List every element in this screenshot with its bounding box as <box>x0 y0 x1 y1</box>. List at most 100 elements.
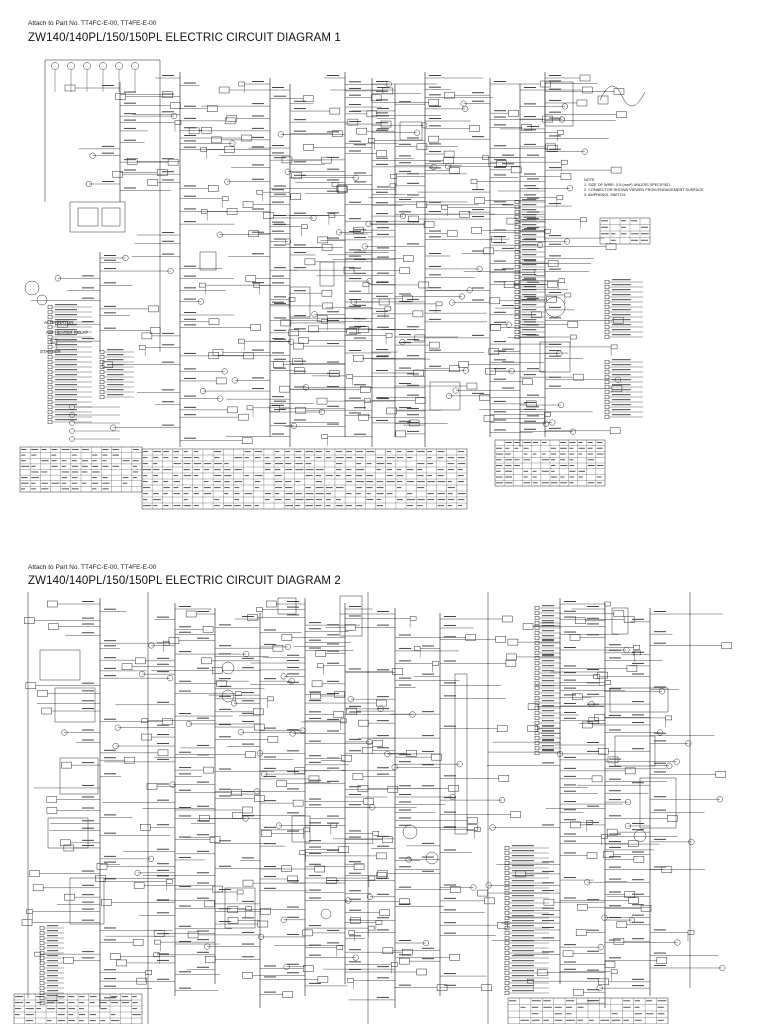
wire-table-text <box>214 469 221 471</box>
pin-label <box>612 279 631 281</box>
component-symbol <box>366 893 373 900</box>
wire-label <box>494 359 506 361</box>
wire-label <box>527 197 539 199</box>
wire-label <box>609 729 621 731</box>
wire-label <box>197 637 209 639</box>
component-symbol <box>139 671 146 678</box>
component-symbol <box>112 743 119 750</box>
component-box <box>272 361 284 368</box>
wire-table-text <box>356 505 363 507</box>
wire-label <box>354 258 366 260</box>
wire-label <box>294 130 306 132</box>
wire-label <box>494 174 506 176</box>
wire-table-text <box>173 505 181 507</box>
wire-table-text <box>325 487 333 489</box>
wire-label <box>354 337 366 339</box>
component-box <box>200 209 208 214</box>
wire-table-text <box>366 475 373 477</box>
component-box <box>69 877 105 925</box>
component-box <box>54 687 96 723</box>
wire-label <box>444 884 456 886</box>
wire-table-text <box>264 457 270 459</box>
component-box <box>449 167 460 174</box>
component-box <box>272 644 284 652</box>
wire-label <box>219 736 231 738</box>
wire-label <box>104 978 116 980</box>
wire-label <box>472 92 484 94</box>
wire-label <box>349 898 361 900</box>
wire-label <box>542 926 554 928</box>
wire-label <box>494 281 506 283</box>
wire-label <box>632 721 644 723</box>
component-box <box>582 86 593 94</box>
component-box <box>382 947 394 954</box>
component-symbol <box>596 985 603 992</box>
pin-label <box>522 289 537 291</box>
wire-label <box>274 267 286 269</box>
component-box <box>384 306 392 312</box>
wire-label <box>162 424 174 426</box>
wire-label <box>542 861 554 863</box>
wire-label <box>632 985 644 987</box>
component-box <box>276 780 287 788</box>
wire-table-text <box>523 459 531 461</box>
component-box <box>572 693 583 701</box>
wire-label <box>654 631 666 633</box>
wire-table-text <box>143 481 148 483</box>
wire-label <box>422 958 434 960</box>
wire-label <box>609 856 621 858</box>
wire-label <box>219 788 231 790</box>
component-box <box>77 207 99 227</box>
component-box <box>604 399 610 405</box>
component-box <box>211 667 223 674</box>
wire-table-text <box>89 1014 97 1016</box>
wire-label <box>272 221 284 223</box>
component-box <box>514 264 520 270</box>
wire-table-text <box>376 463 385 465</box>
wire-table-text <box>587 482 595 484</box>
component-symbol <box>601 914 608 921</box>
wire-label <box>82 338 94 340</box>
wire-label <box>564 756 576 758</box>
wire-label <box>654 964 666 966</box>
wire-table-text <box>163 457 169 459</box>
pin-label <box>522 229 537 231</box>
wire-label <box>542 639 554 641</box>
wire-label <box>287 614 299 616</box>
wire-label <box>422 856 434 858</box>
wire-table-text <box>102 454 108 456</box>
component-symbol <box>148 642 155 649</box>
component-box <box>495 636 506 643</box>
component-box <box>146 783 158 790</box>
wire-label <box>264 643 276 645</box>
wire-table-text <box>193 505 199 507</box>
wire-table-text <box>417 463 425 465</box>
component-box <box>558 278 565 283</box>
component-symbol <box>413 129 420 136</box>
component-box <box>514 279 520 285</box>
wire-table-text <box>376 505 384 507</box>
wire-label <box>376 310 388 312</box>
wire-label <box>184 195 196 197</box>
wire-label <box>104 259 116 261</box>
wire-table-text <box>356 463 361 465</box>
wire-label <box>272 275 284 277</box>
wire-label <box>422 673 434 675</box>
diagram-notes: NOTE 1. SIZE OF WIRE: 0.5 (mm²) UNLESS S… <box>584 178 705 198</box>
wire-label <box>327 822 339 824</box>
wire-label <box>542 739 554 741</box>
component-box <box>514 239 520 245</box>
pin-label <box>55 339 77 341</box>
wire-label <box>399 660 411 662</box>
wire-label <box>377 315 389 317</box>
wire-table-text <box>254 451 263 453</box>
component-box <box>39 965 45 971</box>
component-box <box>101 899 112 906</box>
wire-label <box>377 773 389 775</box>
wire-table-text <box>505 453 511 455</box>
component-box <box>616 921 628 929</box>
component-box <box>628 897 639 904</box>
wire-table-text <box>623 1006 631 1008</box>
wire-label <box>82 690 94 692</box>
wire-table-text <box>36 1008 41 1010</box>
